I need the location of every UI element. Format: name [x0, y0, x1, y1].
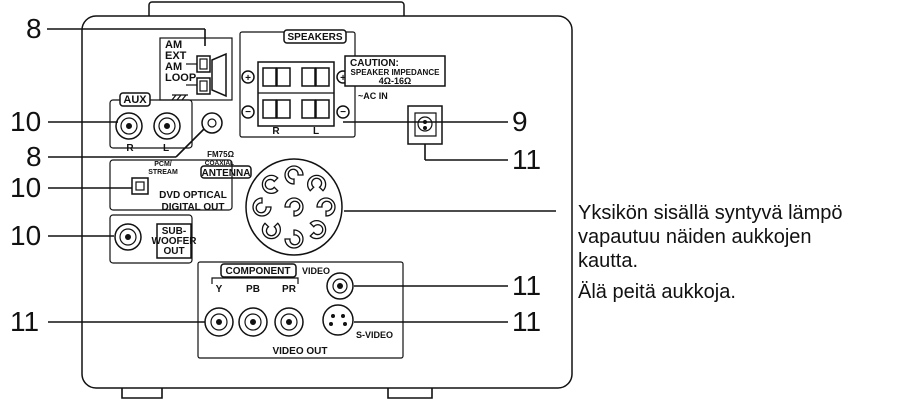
speaker-r-label: R — [272, 126, 280, 137]
callout-8-am: 8 — [26, 13, 42, 44]
caution-and-ac-inlet: CAUTION: SPEAKER IMPEDANCE 4Ω-16Ω ~AC IN — [344, 55, 446, 145]
callout-numbers: 8 10 8 10 10 11 9 11 11 11 — [10, 13, 541, 337]
y-label: Y — [216, 284, 223, 295]
fm-antenna-jack: FM75Ω COAXIAL ANTENNA — [200, 112, 252, 179]
caution-label: CAUTION: — [350, 58, 399, 69]
callout-11-ac: 11 — [512, 144, 541, 175]
vent-opening-2 — [284, 229, 304, 249]
caption-line-1: Yksikön sisällä syntyvä lämpö — [578, 202, 843, 224]
sub-out-label: OUT — [163, 246, 184, 257]
ac-in-label: ~AC IN — [358, 91, 388, 101]
vent-opening-7 — [306, 174, 327, 192]
aux-label: AUX — [123, 94, 147, 106]
vent-opening-6 — [284, 165, 304, 185]
callout-10-aux: 10 — [10, 106, 41, 137]
antenna-label: ANTENNA — [202, 168, 251, 179]
vent-opening-5 — [261, 174, 279, 195]
callout-11-component: 11 — [10, 306, 39, 337]
s-video-label: S-VIDEO — [356, 330, 393, 340]
optical-digital-out: PCM/ STREAM DVD OPTICAL DIGITAL OUT — [109, 159, 233, 213]
callout-11-video: 11 — [512, 270, 541, 301]
aux-l-label: L — [163, 143, 169, 154]
am-ext-label: AM — [165, 39, 182, 51]
ventilation-openings — [245, 158, 343, 256]
impedance-value: 4Ω-16Ω — [379, 76, 411, 86]
caption-line-3: kautta. — [578, 250, 638, 272]
callout-11-s-video: 11 — [512, 306, 541, 337]
subwoofer-out: SUB- WOOFER OUT — [109, 214, 198, 264]
video-out-label: VIDEO OUT — [272, 346, 327, 357]
vent-opening-1 — [309, 219, 327, 240]
aux-jacks: AUX R L — [109, 92, 193, 154]
speaker-terminals: SPEAKERS + − + − R L — [239, 29, 356, 138]
vent-opening-0 — [316, 197, 336, 217]
ventilation-caption: Yksikön sisällä syntyvä lämpö vapautuu n… — [578, 202, 843, 303]
speaker-l-label: L — [313, 126, 319, 137]
am-loop-label: AM — [165, 61, 182, 73]
speakers-label: SPEAKERS — [287, 32, 342, 43]
leader-lines — [47, 28, 556, 323]
aux-r-label: R — [126, 143, 134, 154]
svg-text:−: − — [340, 107, 346, 118]
loop-label: LOOP — [165, 72, 196, 84]
digital-out-label: DIGITAL OUT — [162, 202, 225, 213]
impedance-label: SPEAKER IMPEDANCE — [351, 68, 441, 77]
vent-opening-4 — [252, 197, 272, 217]
component-label: COMPONENT — [226, 266, 291, 277]
pr-label: PR — [282, 284, 297, 295]
video-label: VIDEO — [302, 266, 330, 276]
video-out-section: COMPONENT Y PB PR VIDEO S-VIDEO VIDEO OU… — [197, 261, 404, 359]
woofer-label: WOOFER — [152, 236, 198, 247]
sub-label: SUB- — [162, 226, 186, 237]
dvd-optical-label: DVD OPTICAL — [159, 190, 227, 201]
caption-line-4: Älä peitä aukkoja. — [578, 281, 736, 303]
callout-8-fm: 8 — [26, 141, 42, 172]
fm-label: FM75Ω — [207, 150, 234, 159]
pcm-label: PCM/ — [154, 161, 172, 168]
callout-9-speakers: 9 — [512, 106, 528, 137]
coaxial-label: COAXIAL — [205, 160, 234, 167]
pb-label: PB — [246, 284, 260, 295]
stream-label: STREAM — [148, 169, 178, 176]
vent-opening-8 — [284, 197, 304, 217]
ext-label: EXT — [165, 50, 187, 62]
svg-text:−: − — [245, 107, 251, 118]
am-antenna-terminal: AM EXT AM LOOP — [159, 37, 233, 101]
vent-opening-3 — [261, 222, 282, 240]
svg-text:+: + — [340, 73, 346, 84]
callout-10-subwoofer: 10 — [10, 220, 41, 251]
callout-10-optical: 10 — [10, 172, 41, 203]
caption-line-2: vapautuu näiden aukkojen — [578, 226, 812, 248]
svg-text:+: + — [245, 73, 251, 84]
